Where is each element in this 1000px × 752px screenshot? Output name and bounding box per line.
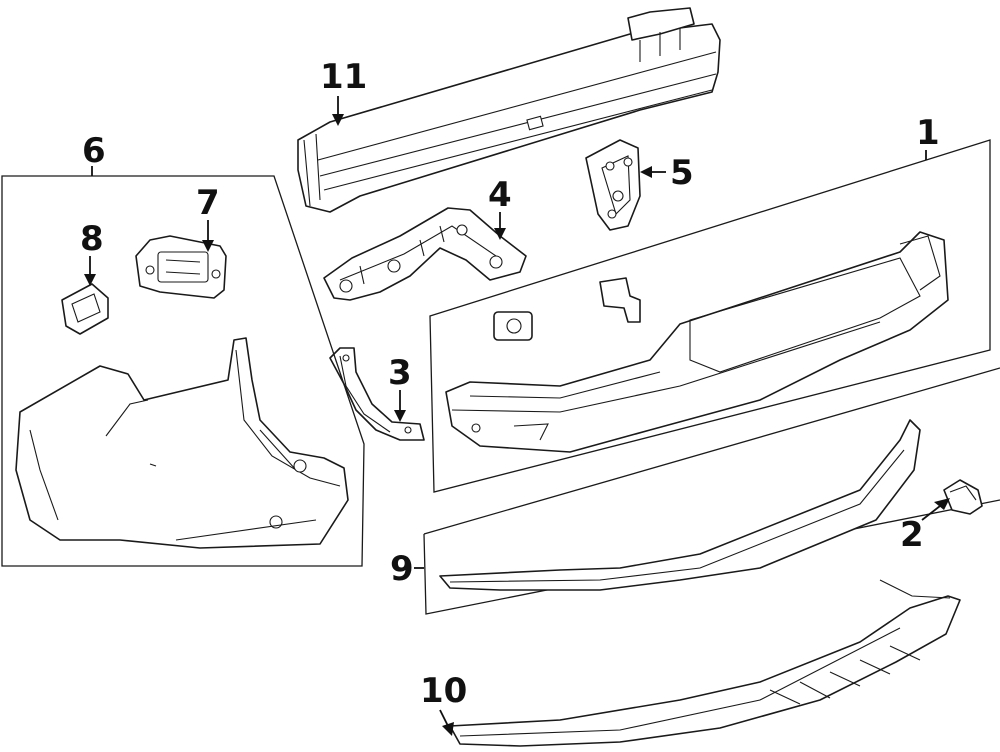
arrow-icon <box>394 410 406 422</box>
callout-2: 2 <box>900 498 950 555</box>
callout-label-11: 11 <box>320 57 367 97</box>
arrow-icon <box>84 274 96 286</box>
callout-label-8: 8 <box>80 219 104 259</box>
callout-label-6: 6 <box>82 131 106 171</box>
part-7-mounting-bracket[interactable] <box>135 235 227 299</box>
callout-label-3: 3 <box>388 353 412 393</box>
callout-label-10: 10 <box>420 671 467 711</box>
part-6-bumper-cover[interactable] <box>15 337 349 549</box>
part-2-cap[interactable] <box>943 479 983 515</box>
callout-label-2: 2 <box>900 515 924 555</box>
callout-5: 5 <box>640 153 694 193</box>
callout-label-4: 4 <box>488 175 512 215</box>
arrow-icon <box>332 114 344 126</box>
callout-label-1: 1 <box>916 113 940 153</box>
callout-10: 10 <box>420 671 467 736</box>
callout-9: 9 <box>390 549 424 589</box>
part-4-side-bracket[interactable] <box>323 207 527 301</box>
callout-label-7: 7 <box>196 183 220 223</box>
callout-3: 3 <box>388 353 412 422</box>
callout-4: 4 <box>488 175 512 240</box>
arrow-icon <box>202 240 214 252</box>
part-10-lower-valance[interactable] <box>449 579 961 747</box>
arrow-icon <box>494 228 506 240</box>
group-frame-6 <box>1 175 365 567</box>
arrow-icon <box>640 166 652 178</box>
arrow-icon <box>934 498 950 510</box>
arrow-icon <box>442 722 454 736</box>
part-3-guide[interactable] <box>329 347 425 441</box>
callout-7: 7 <box>196 183 220 252</box>
callout-6: 6 <box>82 131 106 176</box>
part-9-molding[interactable] <box>439 419 921 591</box>
callout-11: 11 <box>320 57 367 126</box>
group-frame-1 <box>429 139 991 493</box>
part-11-reinforcement-beam[interactable] <box>297 7 721 213</box>
part-8-clip[interactable] <box>61 283 109 335</box>
callout-label-9: 9 <box>390 549 414 589</box>
part-5-bracket[interactable] <box>585 139 641 231</box>
part-1-bumper-support[interactable] <box>445 231 949 453</box>
callout-1: 1 <box>916 113 940 160</box>
callout-label-5: 5 <box>670 153 694 193</box>
callout-8: 8 <box>80 219 104 286</box>
